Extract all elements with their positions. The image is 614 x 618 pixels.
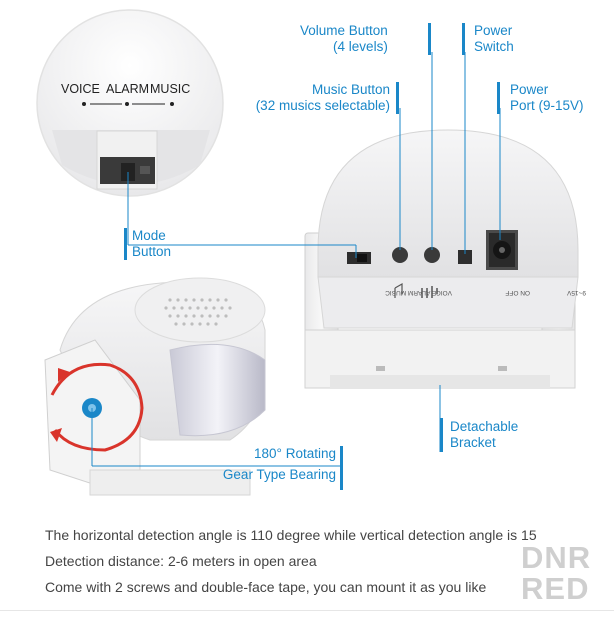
callout-power-port-bar [497, 82, 500, 114]
marking-mode: VOICE ALARM MUSIC [385, 289, 452, 296]
watermark-line-1: DNR [521, 540, 592, 575]
callout-music-bar [396, 82, 399, 114]
marking-port: 9~15V [566, 289, 586, 296]
watermark-line-2: RED [521, 571, 590, 606]
callout-power-port-line2: Port (9-15V) [510, 98, 584, 113]
callout-mode-line2: Button [132, 244, 172, 259]
callout-bracket-bar [440, 418, 443, 452]
callout-rotating-bearing: 180° Rotating Gear Type Bearing [180, 446, 336, 483]
callout-volume-bar [428, 23, 431, 55]
callout-power-switch-line1: Power [474, 23, 513, 38]
callout-volume-button: Volume Button (4 levels) [300, 23, 388, 55]
bottom-divider [0, 610, 614, 611]
mode-switch-closeup: VOICE ALARM MUSIC [36, 9, 224, 197]
callout-bracket-line2: Bracket [450, 435, 496, 450]
marking-switch: ON OFF [505, 289, 530, 296]
callout-power-switch-bar [462, 23, 465, 55]
callout-music-line2: (32 musics selectable) [255, 98, 390, 113]
inset-label-voice: VOICE [61, 82, 100, 96]
callout-power-switch-line2: Switch [474, 39, 514, 54]
callout-bracket-line1: Detachable [450, 419, 519, 434]
callout-mode-line1: Mode [132, 228, 166, 243]
callout-mode-button: Mode Button [132, 228, 171, 260]
callout-music-button: Music Button (32 musics selectable) [228, 82, 390, 114]
callout-power-switch: Power Switch [474, 23, 514, 55]
callout-detachable-bracket: Detachable Bracket [450, 419, 518, 451]
callout-power-port: Power Port (9-15V) [510, 82, 584, 114]
description-line-2: Detection distance: 2-6 meters in open a… [45, 553, 317, 569]
inset-label-alarm: ALARM [106, 82, 149, 96]
callout-rotating-bar [340, 446, 343, 490]
callout-volume-line1: Volume Button [300, 23, 388, 38]
description-line-1: The horizontal detection angle is 110 de… [45, 527, 537, 543]
callout-mode-bar [124, 228, 127, 260]
callout-rotating-line1: 180° Rotating [254, 446, 336, 461]
callout-power-port-line1: Power [510, 82, 549, 97]
inset-label-music: MUSIC [150, 82, 190, 96]
description-line-3: Come with 2 screws and double-face tape,… [45, 579, 487, 595]
callout-volume-line2: (4 levels) [333, 39, 388, 54]
callout-rotating-line2: Gear Type Bearing [222, 467, 336, 482]
callout-music-line1: Music Button [311, 82, 390, 97]
device-back-view: VOICE ALARM MUSIC ON OFF 9~15V [304, 129, 586, 389]
